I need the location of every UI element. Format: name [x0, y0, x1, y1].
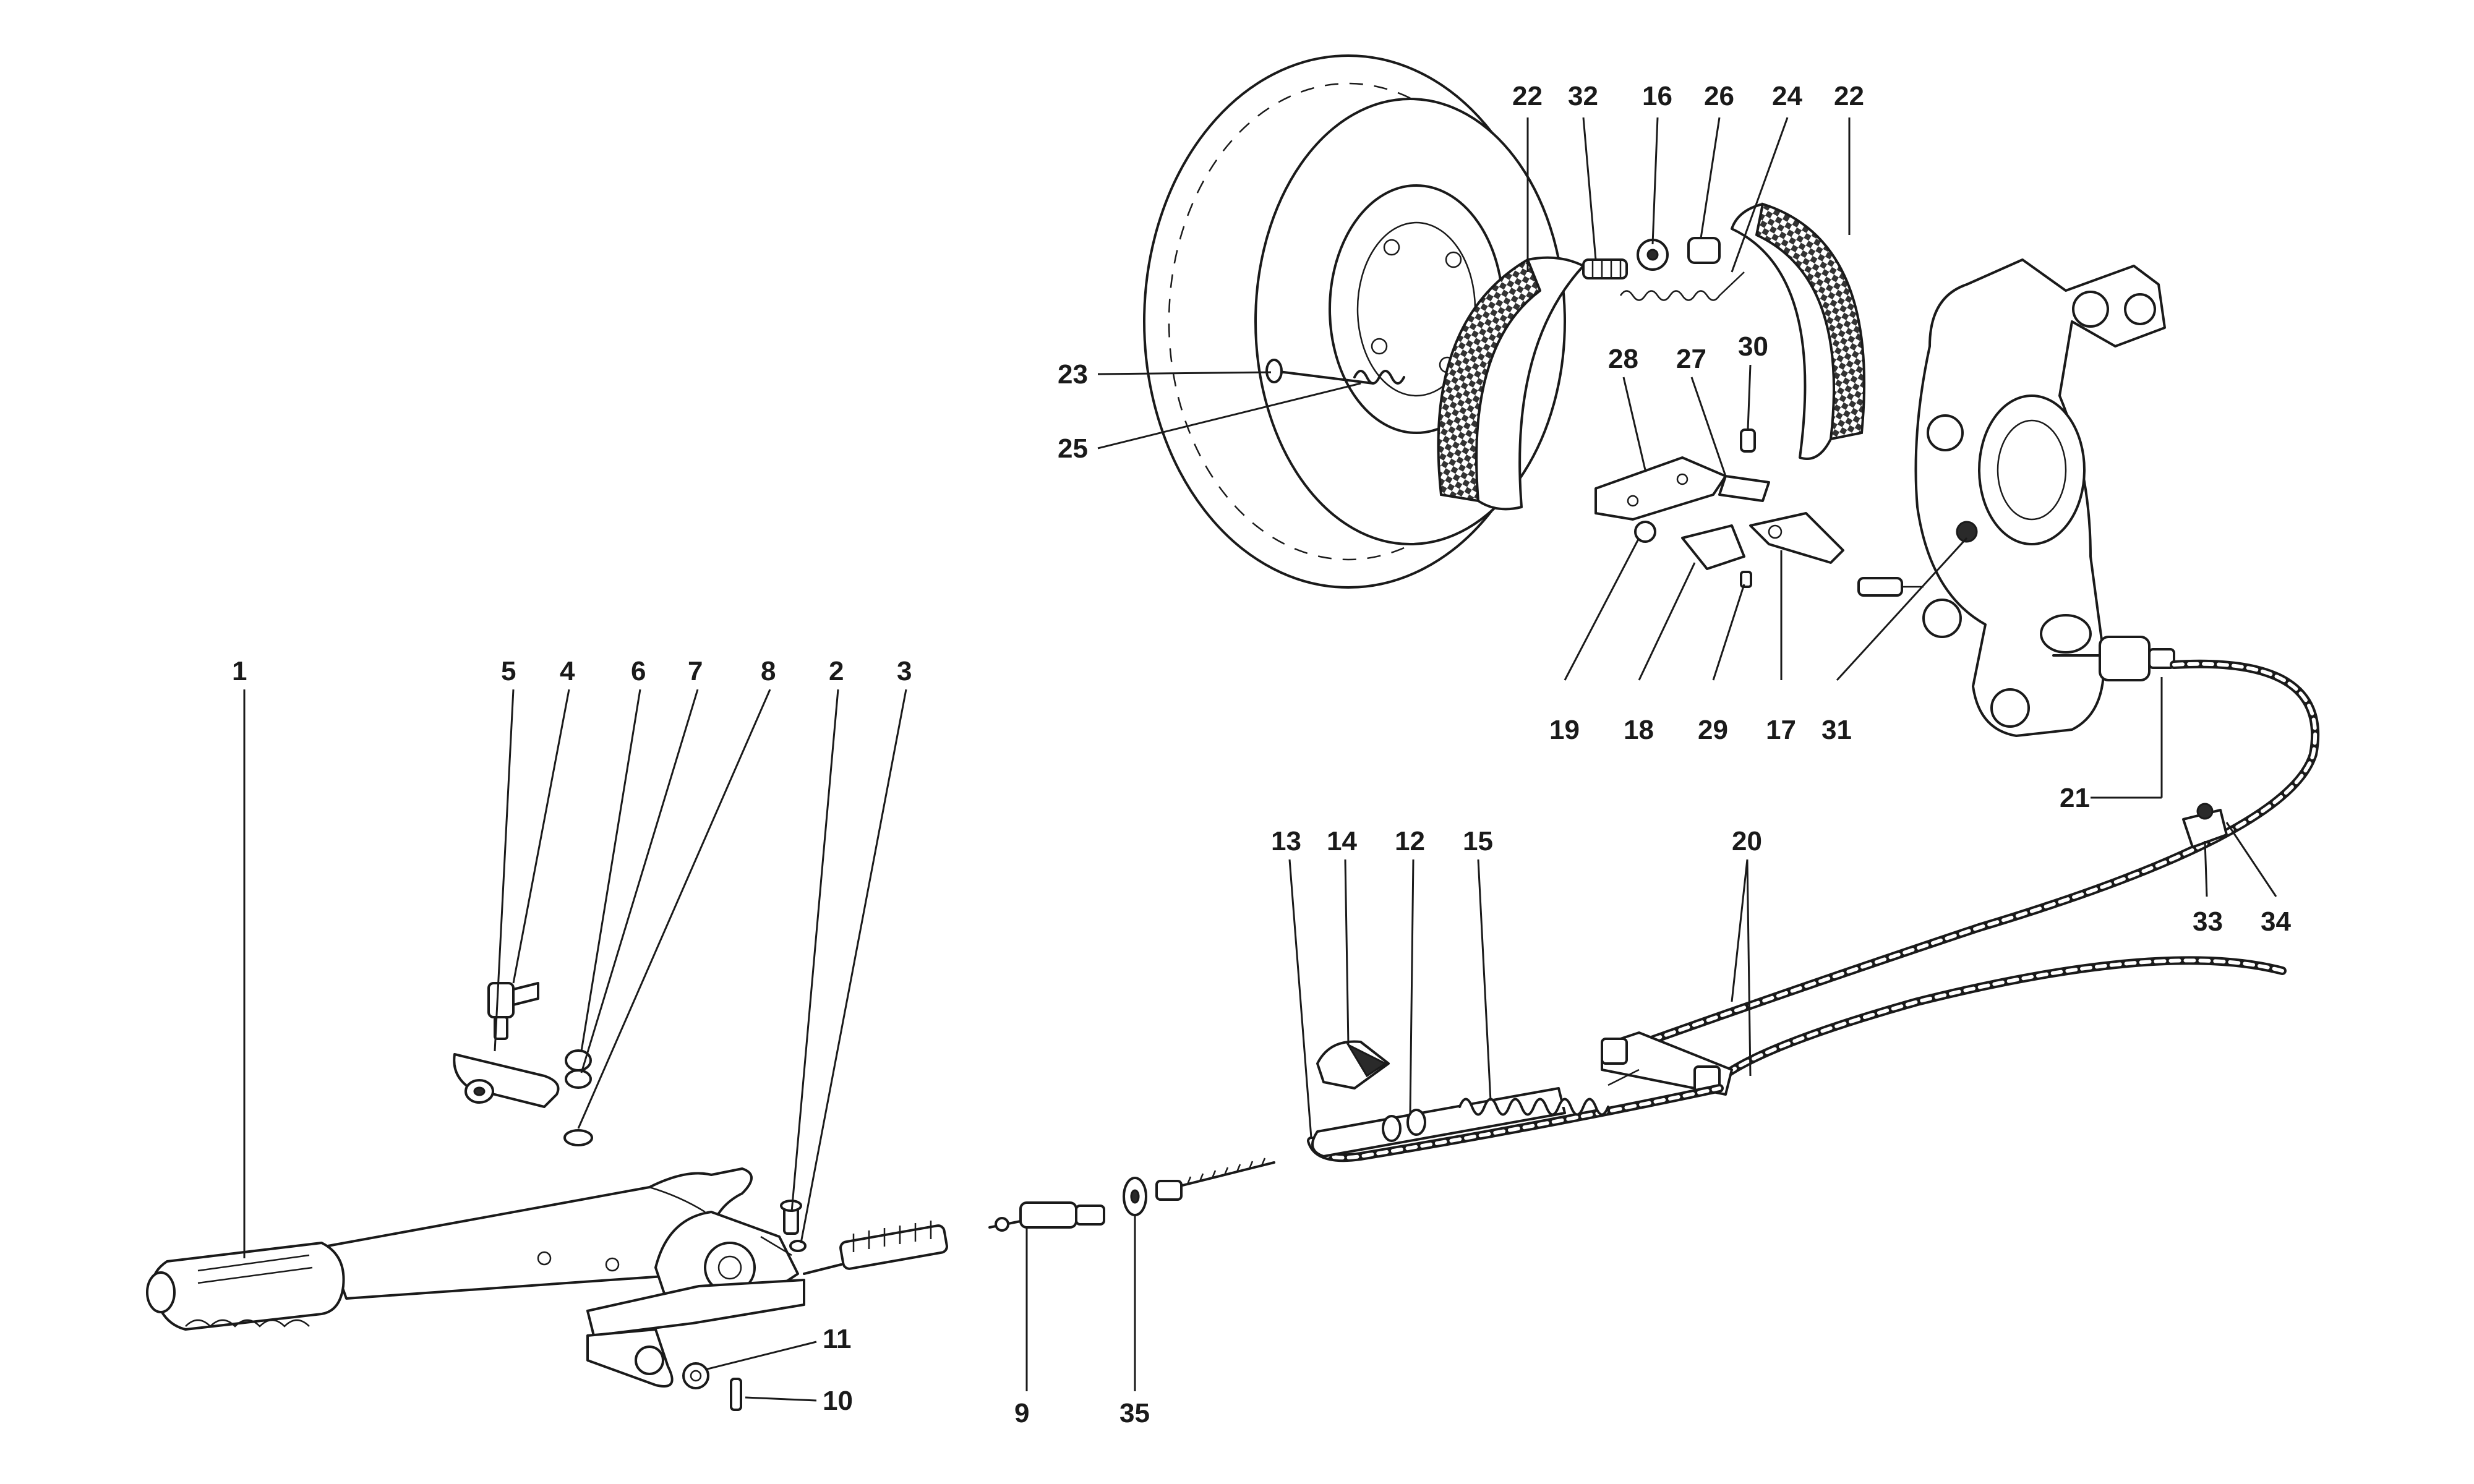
- callout-2: 2: [829, 656, 844, 686]
- return-spring-upper: [1619, 271, 1745, 301]
- callout-29: 29: [1698, 715, 1728, 745]
- callout-31: 31: [1821, 715, 1852, 745]
- callout-19: 19: [1549, 715, 1580, 745]
- hold-down-spring: [1353, 370, 1405, 385]
- front-cable-sheath: [803, 1221, 948, 1275]
- hub-carrier: [1914, 258, 2166, 737]
- expander-spring-pin: [1740, 571, 1752, 588]
- expander-lever: [1749, 512, 1844, 564]
- callout-33: 33: [2193, 906, 2223, 937]
- callout-23: 23: [1058, 359, 1088, 390]
- callout-22a: 22: [1512, 81, 1543, 111]
- handbrake-grip: [146, 1242, 345, 1331]
- callout-13: 13: [1271, 826, 1301, 856]
- callout-12: 12: [1395, 826, 1425, 856]
- cable-end-fitting: [1857, 577, 1924, 597]
- callout-25: 25: [1058, 433, 1088, 464]
- callout-1: 1: [232, 656, 247, 686]
- callout-10: 10: [823, 1386, 853, 1416]
- expander-bolt: [1634, 521, 1656, 543]
- callout-15: 15: [1463, 826, 1493, 856]
- callout-7: 7: [688, 656, 703, 686]
- expander-plate: [1594, 456, 1727, 521]
- lever-bolt: [780, 1200, 802, 1235]
- adjuster-screw: [1582, 258, 1628, 279]
- callout-30: 30: [1738, 331, 1768, 362]
- cable-equalizer: [1601, 1031, 1733, 1096]
- warning-switch: [487, 982, 539, 1040]
- callout-34: 34: [2261, 906, 2291, 937]
- callout-labels: 1 2 3 4 5 6 7 8 9 10 11 12 13 14 15 16 1…: [232, 81, 2291, 1428]
- lever-washer: [789, 1240, 807, 1252]
- adjuster-sleeve: [1687, 237, 1721, 264]
- front-cable-threaded-end: [1155, 1158, 1275, 1201]
- callout-32: 32: [1568, 81, 1598, 111]
- callout-21: 21: [2060, 783, 2090, 813]
- handbrake-base: [586, 1279, 805, 1389]
- cable-upper: [1616, 659, 2320, 1055]
- callout-16: 16: [1642, 81, 1672, 111]
- brake-shoe-right: [1731, 202, 1866, 460]
- cable-lower: [1715, 956, 2287, 1083]
- callout-28: 28: [1608, 344, 1638, 374]
- callout-3: 3: [897, 656, 912, 686]
- bracket-lock-washer: [563, 1129, 593, 1146]
- equalizer-cover: [1316, 1040, 1390, 1090]
- callout-35: 35: [1119, 1398, 1150, 1428]
- callout-17: 17: [1766, 715, 1796, 745]
- expander-link: [1718, 475, 1770, 502]
- callout-4: 4: [560, 656, 575, 686]
- leader-lines: [243, 117, 2277, 1402]
- equalizer-spring: [1458, 1068, 1640, 1116]
- callout-24: 24: [1772, 81, 1802, 111]
- front-cable-grommet: [1123, 1177, 1147, 1216]
- callout-11: 11: [823, 1324, 852, 1354]
- callout-26: 26: [1704, 81, 1734, 111]
- expander-block: [1681, 524, 1745, 570]
- callout-14: 14: [1327, 826, 1357, 856]
- callout-8: 8: [761, 656, 776, 686]
- hold-down-pin: [1265, 359, 1374, 385]
- callout-20: 20: [1732, 826, 1762, 856]
- hub-carrier-nut: [1956, 521, 1978, 543]
- cable-clip: [2182, 803, 2228, 848]
- adjuster-pin: [1740, 429, 1756, 453]
- adjuster-wheel: [1637, 239, 1669, 271]
- callout-18: 18: [1624, 715, 1654, 745]
- switch-bracket: [453, 1053, 560, 1108]
- callout-27: 27: [1676, 344, 1706, 374]
- cable-sheath-stop: [2052, 636, 2175, 681]
- front-cable-adjuster: [988, 1201, 1105, 1232]
- callout-22b: 22: [1834, 81, 1864, 111]
- switch-nut: [464, 1079, 494, 1104]
- pivot-pin: [730, 1378, 742, 1411]
- equalizer-bar: [1307, 1084, 1724, 1162]
- equalizer-washers: [1382, 1109, 1426, 1142]
- callout-5: 5: [501, 656, 516, 686]
- callout-9: 9: [1014, 1398, 1029, 1428]
- bracket-washer: [565, 1069, 592, 1089]
- callout-6: 6: [631, 656, 646, 686]
